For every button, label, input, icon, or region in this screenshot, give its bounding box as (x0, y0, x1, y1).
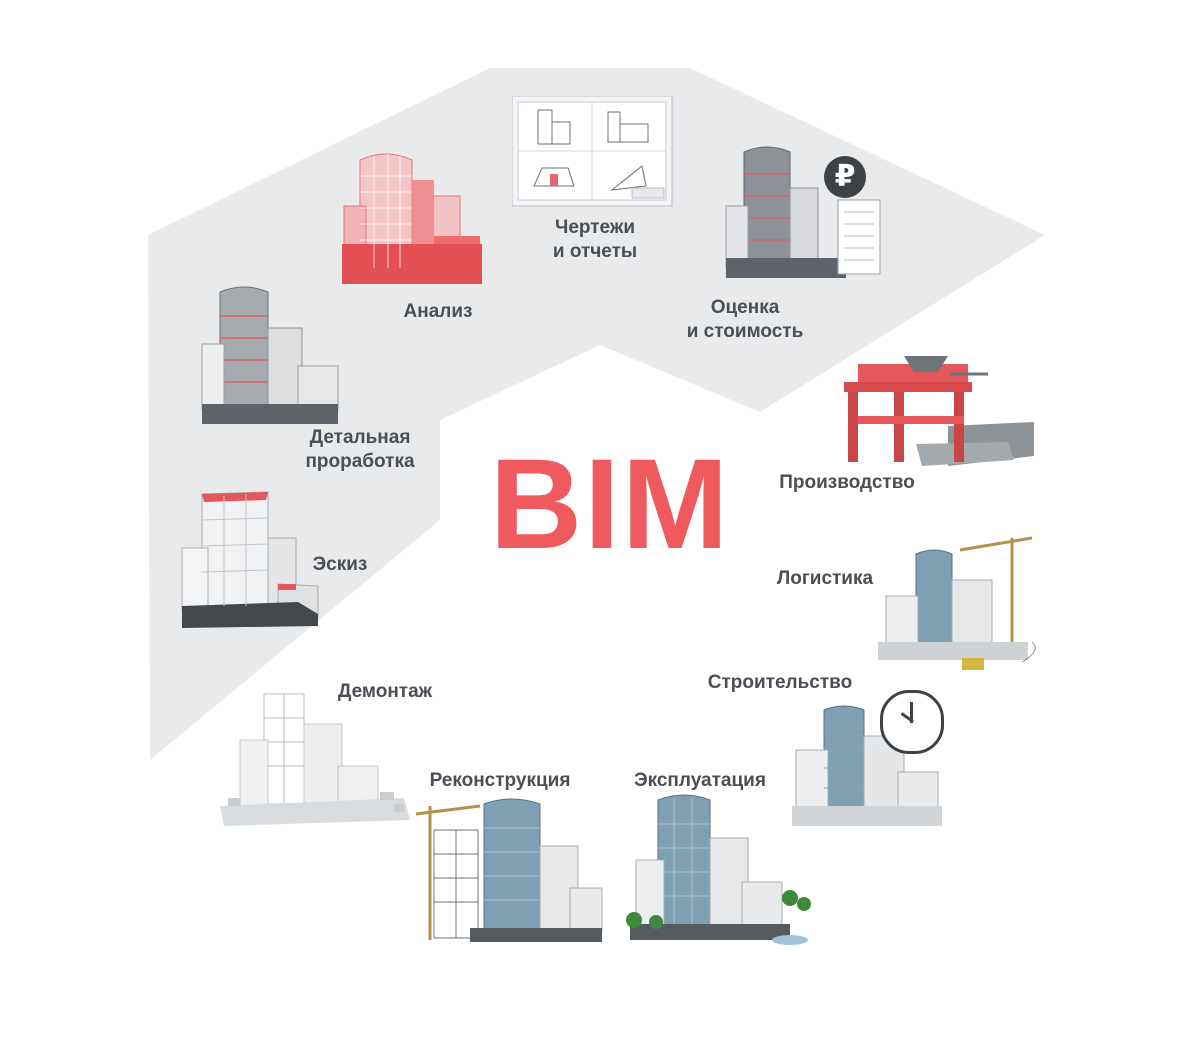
estimate-building-illustration (725, 146, 881, 278)
stage-label-reconstruction: Реконструкция (429, 770, 571, 791)
operation-building-illustration (626, 794, 811, 945)
stage-label-detailing: Детальная проработка (305, 427, 415, 472)
stage-label-construction: Строительство (707, 672, 853, 693)
ruble-icon: ₽ (824, 156, 866, 198)
stage-label-estimate: Оценка и стоимость (686, 297, 804, 342)
stage-label-drawings: Чертежи и отчеты (552, 217, 638, 262)
stage-label-demolition: Демонтаж (337, 681, 433, 702)
stage-label-production: Производство (779, 472, 915, 493)
analysis-building-illustration (342, 153, 482, 284)
stage-label-logistics: Логистика (776, 568, 874, 589)
bim-title: BIM (489, 433, 731, 576)
sketch-building-illustration (181, 491, 319, 628)
drawings-sheet-illustration (512, 96, 673, 207)
clock-icon (880, 690, 944, 754)
logistics-site-illustration (878, 536, 1036, 670)
construction-building-illustration (792, 705, 942, 826)
detailing-building-illustration (201, 286, 339, 424)
production-frame-illustration (844, 356, 1034, 466)
demolition-building-illustration (220, 693, 410, 826)
stage-label-operation: Эксплуатация (634, 770, 766, 791)
stage-label-analysis: Анализ (403, 301, 473, 322)
stage-label-sketch: Эскиз (312, 554, 368, 575)
reconstruction-building-illustration (415, 798, 603, 942)
